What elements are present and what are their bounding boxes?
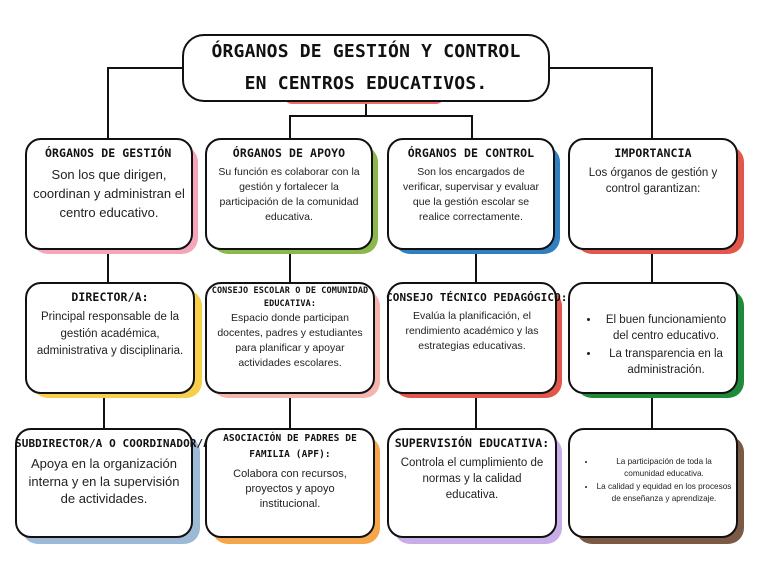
text-organos-gestion: Son los que dirigen, coordinan y adminis…	[33, 167, 185, 220]
box-importancia-2: El buen funcionamiento del centro educat…	[568, 282, 738, 394]
list-item: El buen funcionamiento del centro educat…	[600, 312, 732, 344]
connector-title-importancia	[550, 67, 653, 138]
box-consejo-tecnico: CONSEJO TÉCNICO PEDAGÓGICO: Evalúa la pl…	[386, 282, 568, 394]
box-organos-gestion: ÓRGANOS DE GESTIÓN Son los que dirigen, …	[25, 138, 193, 250]
diagram-title-box: ÓRGANOS DE GESTIÓN Y CONTROL EN CENTROS …	[182, 34, 550, 102]
list-item: La participación de toda la comunidad ed…	[596, 456, 732, 479]
list-importancia-3: La participación de toda la comunidad ed…	[574, 456, 732, 504]
box-consejo-escolar: CONSEJO ESCOLAR O DE COMUNIDAD EDUCATIVA…	[205, 282, 375, 394]
text-director: Principal responsable de la gestión acad…	[36, 311, 184, 357]
box-subdirector: SUBDIRECTOR/A O COORDINADOR/A Apoya en l…	[15, 428, 210, 538]
heading-organos-control: ÓRGANOS DE CONTROL	[407, 146, 535, 160]
text-organos-apoyo: Su función es colaborar con la gestión y…	[218, 166, 360, 223]
heading-consejo-tecnico: CONSEJO TÉCNICO PEDAGÓGICO:	[386, 291, 568, 304]
heading-director: DIRECTOR/A:	[71, 290, 149, 304]
box-importancia: IMPORTANCIA Los órganos de gestión y con…	[568, 138, 738, 250]
text-consejo-escolar: Espacio donde participan docentes, padre…	[217, 312, 363, 369]
heading-importancia: IMPORTANCIA	[614, 146, 692, 160]
heading-organos-gestion: ÓRGANOS DE GESTIÓN	[45, 146, 172, 160]
text-asociacion: Colabora con recursos, proyectos y apoyo…	[233, 468, 347, 510]
connector-title-gestion	[107, 67, 182, 138]
list-item: La transparencia en la administración.	[600, 346, 732, 378]
connector-title-apoyo	[289, 102, 367, 138]
text-subdirector: Apoya en la organización interna y en la…	[28, 456, 180, 506]
list-importancia-2: El buen funcionamiento del centro educat…	[574, 312, 732, 378]
box-importancia-3: La participación de toda la comunidad ed…	[568, 428, 738, 538]
box-organos-control: ÓRGANOS DE CONTROL Son los encargados de…	[387, 138, 555, 250]
box-director: DIRECTOR/A: Principal responsable de la …	[25, 282, 195, 394]
text-importancia: Los órganos de gestión y control garanti…	[588, 167, 718, 195]
box-supervision: SUPERVISIÓN EDUCATIVA: Controla el cumpl…	[387, 428, 557, 538]
diagram-title: ÓRGANOS DE GESTIÓN Y CONTROL EN CENTROS …	[211, 41, 521, 94]
text-organos-control: Son los encargados de verificar, supervi…	[403, 166, 539, 223]
text-consejo-tecnico: Evalúa la planificación, el rendimiento …	[405, 310, 539, 352]
box-asociacion: ASOCIACIÓN DE PADRES DE FAMILIA (APF): C…	[205, 428, 375, 538]
list-item: La calidad y equidad en los procesos de …	[596, 481, 732, 504]
heading-supervision: SUPERVISIÓN EDUCATIVA:	[394, 436, 550, 450]
heading-subdirector: SUBDIRECTOR/A O COORDINADOR/A	[15, 437, 210, 450]
box-organos-apoyo: ÓRGANOS DE APOYO Su función es colaborar…	[205, 138, 373, 250]
heading-asociacion: ASOCIACIÓN DE PADRES DE FAMILIA (APF):	[223, 433, 357, 460]
heading-consejo-escolar: CONSEJO ESCOLAR O DE COMUNIDAD EDUCATIVA…	[211, 286, 369, 309]
connector-title-control	[366, 115, 473, 138]
heading-organos-apoyo: ÓRGANOS DE APOYO	[232, 146, 346, 160]
text-supervision: Controla el cumplimiento de normas y la …	[400, 457, 544, 501]
